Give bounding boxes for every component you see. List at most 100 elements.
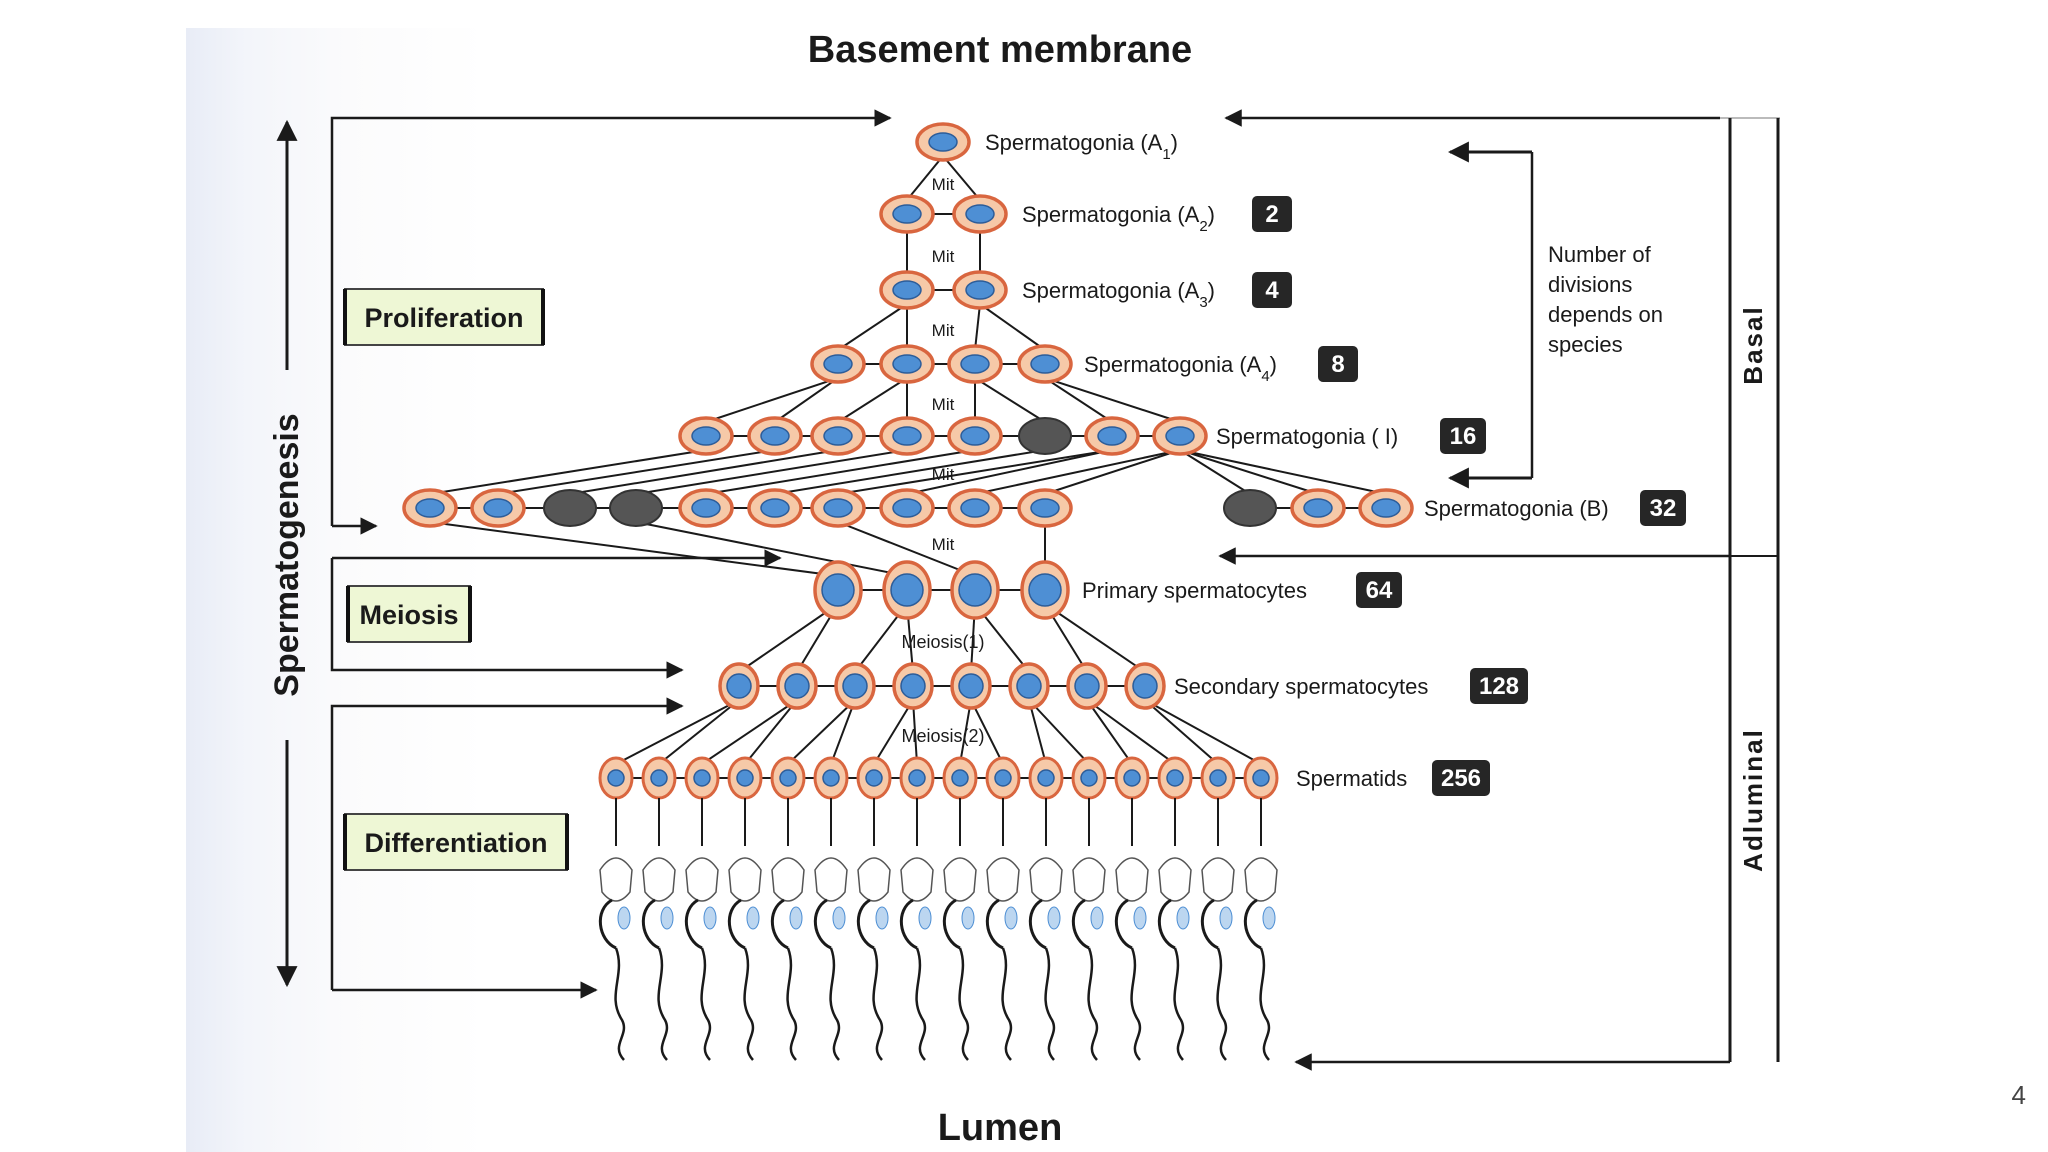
residual-body xyxy=(857,857,891,902)
cell-nucleus xyxy=(928,132,958,152)
residual-body xyxy=(1201,857,1235,902)
residual-body xyxy=(1158,857,1192,902)
mitosis-label: Mit xyxy=(932,465,955,484)
spermatogonia-b-cell xyxy=(678,488,734,528)
division-count-badge: 32 xyxy=(1640,490,1686,526)
mitosis-label: Mit xyxy=(932,395,955,414)
secondary-spermatocytes-cell xyxy=(776,662,818,710)
lineage-connector xyxy=(906,155,944,201)
species-note: Number of divisions depends on species xyxy=(1548,242,1663,357)
secondary-spermatocytes-cell xyxy=(834,662,876,710)
cell-nucleus xyxy=(1252,769,1270,787)
spermatogonia-b-cell xyxy=(1290,488,1346,528)
spermatogonia-b-cell xyxy=(879,488,935,528)
spermatids-cell xyxy=(598,756,634,1061)
mitosis-label: Mit xyxy=(932,321,955,340)
species-note-line-3: depends on xyxy=(1548,302,1663,327)
primary-spermatocytes-cell xyxy=(950,560,1000,620)
spermatogenesis-axis-label: Spermatogenesis xyxy=(268,413,306,696)
differentiation-label: Differentiation xyxy=(364,828,547,858)
lumen-title: Lumen xyxy=(938,1107,1063,1149)
spermatogonia-b-cell xyxy=(402,488,458,528)
lineage-connector xyxy=(1028,699,1047,765)
meiosis-arrow-bottom xyxy=(330,558,684,679)
degenerating-cell xyxy=(1223,489,1277,527)
spermatogonia-b-cell xyxy=(470,488,526,528)
mitosis-label: Mit xyxy=(932,247,955,266)
lineage-connector xyxy=(615,699,740,765)
lineage-connector xyxy=(942,155,981,201)
sperm-tail xyxy=(1001,947,1013,1061)
lineage-connector xyxy=(705,449,976,495)
badge-count: 256 xyxy=(1441,765,1481,792)
residual-body xyxy=(1072,857,1106,902)
sperm-acrosome xyxy=(961,906,975,930)
cell-nucleus xyxy=(892,204,922,224)
cell-nucleus xyxy=(960,426,990,446)
sperm-head xyxy=(899,898,918,950)
sperm-tail xyxy=(872,947,884,1061)
primary-spermatocytes-cell xyxy=(813,560,863,620)
sperm-head xyxy=(598,898,617,950)
spermatogonia-intermediate-cell xyxy=(678,416,734,456)
differentiation-arrow-top xyxy=(330,697,684,990)
division-count-badge: 16 xyxy=(1440,418,1486,454)
lineage-connector xyxy=(701,699,798,765)
spermatids-cell xyxy=(1114,756,1150,1061)
cell-nucleus xyxy=(965,280,995,300)
cell-nucleus xyxy=(823,426,853,446)
sperm-head xyxy=(1200,898,1219,950)
cell-nucleus xyxy=(1028,573,1062,607)
spermatids-cell xyxy=(1243,756,1279,1061)
sperm-tail xyxy=(1130,947,1142,1061)
sperm-tail xyxy=(614,947,626,1061)
lineage-connector xyxy=(974,303,981,351)
lineage-connector xyxy=(1044,603,1146,673)
stage-label-subscript: 1 xyxy=(1162,146,1170,163)
badge-background xyxy=(1252,272,1292,308)
sperm-head xyxy=(1157,898,1176,950)
sperm-acrosome xyxy=(789,906,803,930)
cell-nucleus xyxy=(960,354,990,374)
cell-nucleus xyxy=(892,498,922,518)
basement-membrane-title: Basement membrane xyxy=(808,29,1192,71)
cell-nucleus xyxy=(760,426,790,446)
sperm-head xyxy=(684,898,703,950)
badge-count: 8 xyxy=(1331,351,1344,378)
lineage-connector xyxy=(787,699,856,765)
mitosis-label: Mit xyxy=(932,535,955,554)
residual-body xyxy=(642,857,676,902)
secondary-spermatocytes-cell xyxy=(718,662,760,710)
stage-label: Spermatogonia (A4) xyxy=(1084,352,1277,385)
spermatids-cell xyxy=(856,756,892,1061)
cell-nucleus xyxy=(1016,673,1042,699)
residual-body xyxy=(814,857,848,902)
lineage-connector xyxy=(1044,377,1181,423)
badge-background xyxy=(1356,572,1402,608)
cell-nucleus xyxy=(1030,498,1060,518)
residual-body xyxy=(728,857,762,902)
cell-nucleus xyxy=(784,673,810,699)
lineage-connector xyxy=(1179,449,1251,495)
meiosis-2-label: Meiosis(2) xyxy=(901,726,984,746)
lineage-connector xyxy=(1179,449,1319,495)
residual-body xyxy=(685,857,719,902)
sperm-tail xyxy=(786,947,798,1061)
differentiation-box: Differentiation xyxy=(343,813,569,871)
badge-background xyxy=(1640,490,1686,526)
sperm-acrosome xyxy=(617,906,631,930)
stage-label-suffix: ) xyxy=(1208,278,1215,303)
spermatogonia-b-cell xyxy=(543,489,597,527)
cell-nucleus xyxy=(736,769,754,787)
sperm-acrosome xyxy=(1047,906,1061,930)
lineage-connector xyxy=(974,377,1046,423)
sperm-tail xyxy=(1216,947,1228,1061)
spermatids-cell xyxy=(684,756,720,1061)
residual-body xyxy=(1029,857,1063,902)
lineage-connector xyxy=(906,449,1113,495)
sperm-head xyxy=(1114,898,1133,950)
sperm-tail xyxy=(657,947,669,1061)
stage-label: Spermatogonia ( I) xyxy=(1216,424,1398,449)
